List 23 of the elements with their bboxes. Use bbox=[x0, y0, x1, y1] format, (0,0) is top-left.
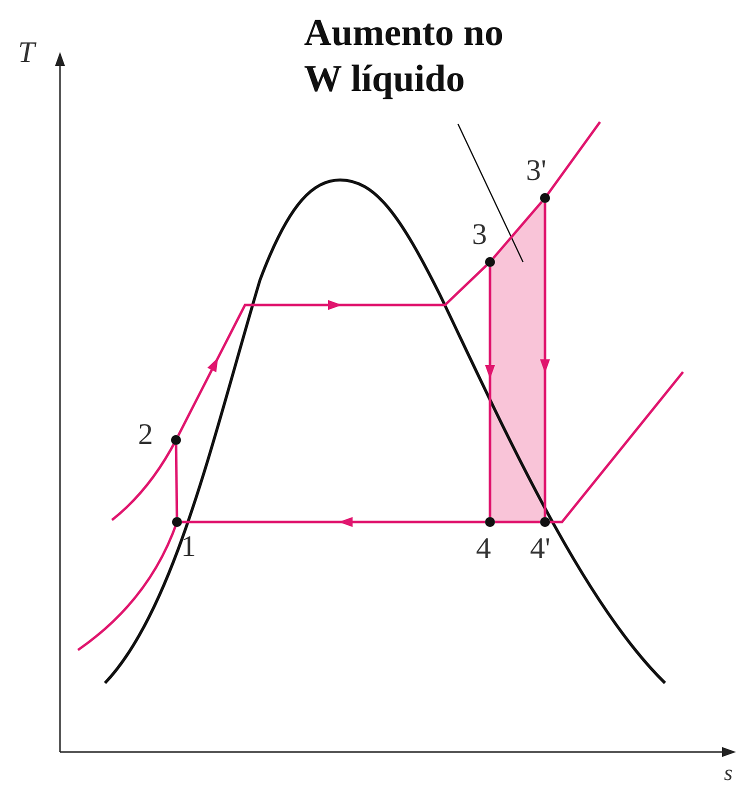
process-line bbox=[177, 264, 488, 436]
point-label: 1 bbox=[181, 530, 196, 564]
state-point bbox=[485, 517, 495, 527]
axis-label: T bbox=[18, 36, 35, 70]
point-label: 2 bbox=[138, 418, 153, 452]
process-line bbox=[485, 267, 495, 517]
process-line bbox=[174, 444, 178, 518]
process-line bbox=[182, 517, 485, 527]
point-label: 4' bbox=[530, 532, 550, 566]
state-point bbox=[171, 435, 181, 445]
process-line bbox=[492, 200, 543, 260]
point-label: 3' bbox=[526, 154, 546, 188]
process-line bbox=[495, 520, 540, 524]
point-label: 4 bbox=[476, 532, 491, 566]
process-line bbox=[540, 203, 550, 517]
state-point bbox=[540, 517, 550, 527]
callout-text: Aumento no W líquido bbox=[304, 10, 519, 102]
state-point bbox=[485, 257, 495, 267]
axis-label: s bbox=[724, 760, 733, 786]
point-label: 3 bbox=[472, 218, 487, 252]
state-point bbox=[172, 517, 182, 527]
leader-line bbox=[457, 124, 524, 262]
state-point bbox=[540, 193, 550, 203]
